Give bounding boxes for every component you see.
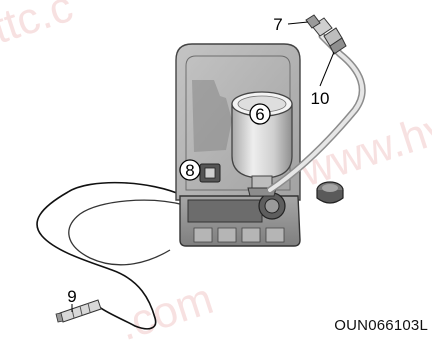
callout-8-label: 8 bbox=[185, 161, 194, 180]
callout-10-label: 10 bbox=[311, 89, 330, 108]
watermark-text-1: ttc.c bbox=[0, 0, 79, 53]
figure-code: OUN066103L bbox=[334, 317, 428, 334]
callout-10: 10 bbox=[311, 89, 330, 108]
callout-9: 9 bbox=[67, 287, 76, 306]
callout-7-label: 7 bbox=[273, 15, 282, 34]
callout-8: 8 bbox=[180, 160, 200, 180]
watermark-text-3: .com bbox=[113, 274, 219, 340]
leader-line-7 bbox=[288, 22, 308, 24]
valve-cap bbox=[317, 182, 343, 203]
callout-6-label: 6 bbox=[255, 105, 264, 124]
power-cable-return bbox=[69, 200, 184, 265]
power-plug bbox=[56, 300, 101, 322]
callout-7: 7 bbox=[273, 15, 282, 34]
callout-6: 6 bbox=[250, 104, 270, 124]
compressor-case-base bbox=[180, 193, 300, 246]
leader-line-10 bbox=[320, 52, 334, 86]
hose-valve-connector bbox=[306, 15, 346, 54]
callout-9-label: 9 bbox=[67, 287, 76, 306]
power-switch bbox=[200, 164, 220, 182]
